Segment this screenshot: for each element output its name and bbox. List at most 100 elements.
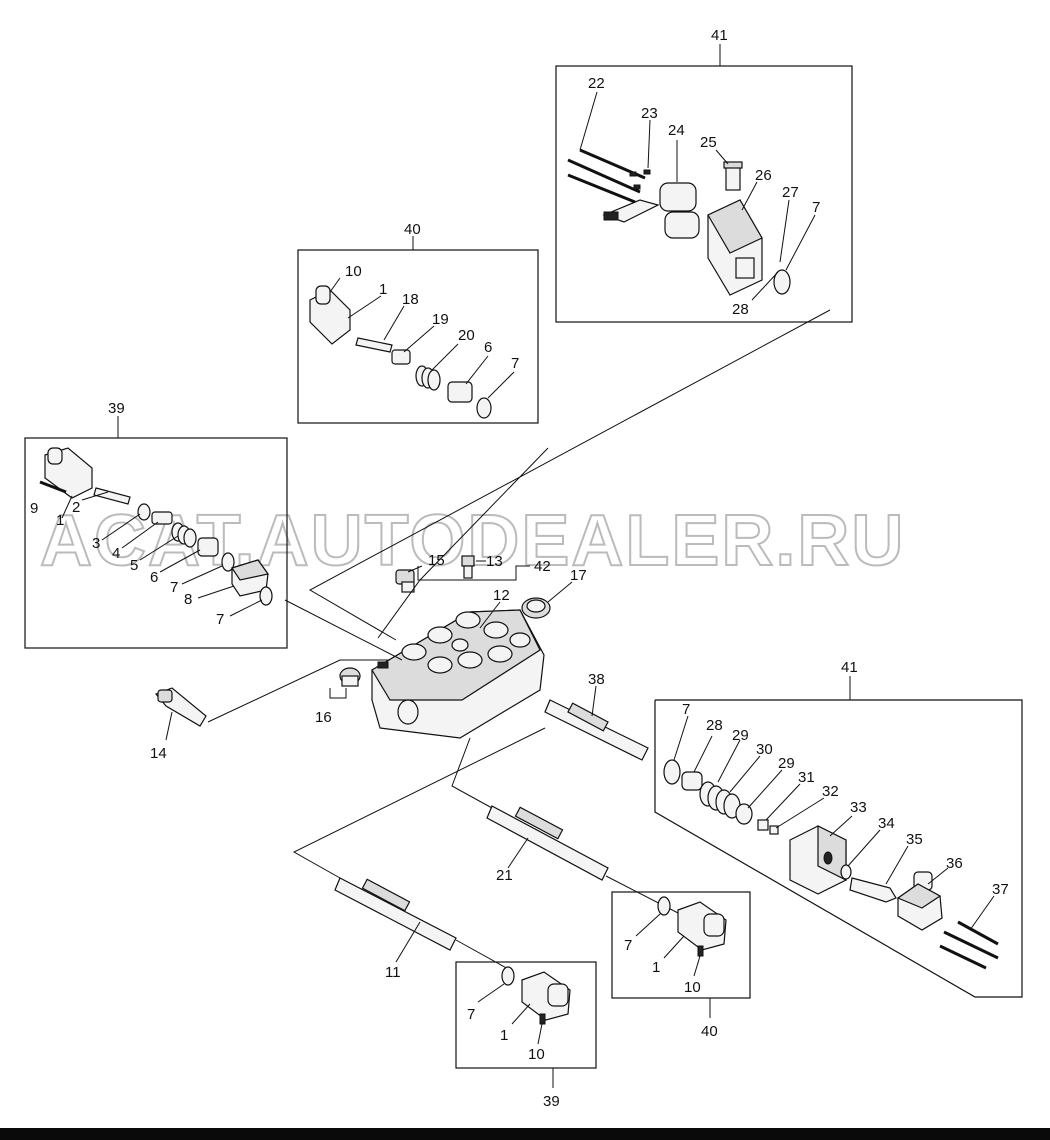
leader-block-to-21 xyxy=(451,737,493,809)
callout-28a: 28 xyxy=(732,301,749,318)
spool-38 xyxy=(544,699,649,761)
leader-block-to-11 xyxy=(292,727,546,879)
spool-11 xyxy=(334,877,457,951)
callout-7f: 7 xyxy=(624,937,632,954)
plug-17 xyxy=(521,597,551,619)
callout-6a: 6 xyxy=(484,339,492,356)
lever-housing-36 xyxy=(896,871,943,931)
o-ring-34 xyxy=(840,864,852,880)
end-cap-1-left xyxy=(44,447,93,499)
fitting-25 xyxy=(723,161,743,191)
group-40-bottom-frame xyxy=(611,891,751,999)
o-ring-7-right xyxy=(663,759,681,785)
group-39-left-frame xyxy=(24,437,288,649)
callout-34: 34 xyxy=(878,815,895,832)
group-40-top: 40 10 1 18 19 20 6 7 xyxy=(297,221,539,424)
callout-7e: 7 xyxy=(682,701,690,718)
sleeve-6-top xyxy=(447,381,473,403)
callout-22: 22 xyxy=(588,75,605,92)
callout-1b: 1 xyxy=(56,512,64,529)
pin-35 xyxy=(849,877,897,903)
group-41-top-label: 41 xyxy=(711,27,728,44)
callout-18: 18 xyxy=(402,291,419,308)
callout-9: 9 xyxy=(30,500,38,517)
group-40-bottom-label: 40 xyxy=(701,1023,718,1040)
callout-17: 17 xyxy=(570,567,587,584)
leader-group39-to-block xyxy=(284,599,403,661)
main-valve-block xyxy=(371,609,545,739)
end-cap-1-b40 xyxy=(677,901,727,951)
group-40-top-frame xyxy=(297,249,539,424)
callout-3: 3 xyxy=(92,535,100,552)
callout-7c: 7 xyxy=(170,579,178,596)
callout-7d: 7 xyxy=(216,611,224,628)
leader-11-to-cap xyxy=(455,939,511,971)
o-ring-7-left-b xyxy=(259,586,273,606)
group-40-bottom: 40 7 1 10 xyxy=(605,875,751,1040)
group-41-right-frame xyxy=(654,699,1023,998)
housing-33 xyxy=(789,825,847,895)
callout-10b: 10 xyxy=(684,979,701,996)
callout-7a: 7 xyxy=(812,199,820,216)
callout-29a: 29 xyxy=(732,727,749,744)
callout-7b: 7 xyxy=(511,355,519,372)
callout-16: 16 xyxy=(315,709,332,726)
screw-13 xyxy=(461,555,475,579)
callout-7g: 7 xyxy=(467,1006,475,1023)
solenoid-24 xyxy=(602,182,700,239)
bolt-9 xyxy=(39,480,67,494)
screw-32 xyxy=(769,825,779,835)
seat-19 xyxy=(391,349,411,365)
leader-sensor-to-block xyxy=(207,659,390,723)
spring-20 xyxy=(415,365,441,391)
callout-25: 25 xyxy=(700,134,717,151)
callout-37: 37 xyxy=(992,881,1009,898)
callout-10c: 10 xyxy=(528,1046,545,1063)
o-ring-7-top xyxy=(773,269,791,295)
valve-body-26 xyxy=(707,199,763,296)
end-cap-1-top xyxy=(309,285,351,345)
group-39-bottom: 39 7 1 10 xyxy=(455,939,597,1110)
callout-38: 38 xyxy=(588,671,605,688)
sleeve-6-left xyxy=(197,537,219,557)
screw-23 xyxy=(629,169,651,190)
end-cap-1-b39 xyxy=(521,971,571,1021)
callout-2: 2 xyxy=(72,499,80,516)
callout-21: 21 xyxy=(496,867,513,884)
group-40-top-label: 40 xyxy=(404,221,421,238)
callout-32: 32 xyxy=(822,783,839,800)
callout-1a: 1 xyxy=(379,281,387,298)
plug-15 xyxy=(395,569,415,593)
callout-10a: 10 xyxy=(345,263,362,280)
seat-3 xyxy=(137,503,151,521)
callout-5: 5 xyxy=(130,557,138,574)
callout-24: 24 xyxy=(668,122,685,139)
callout-8: 8 xyxy=(184,591,192,608)
callout-27: 27 xyxy=(782,184,799,201)
callout-42: 42 xyxy=(534,558,551,575)
group-41-right-label: 41 xyxy=(841,659,858,676)
group-39-left: 39 9 1 2 3 4 5 6 7 xyxy=(24,400,288,649)
group-41-top: 41 22 23 24 25 xyxy=(555,27,853,323)
spool-21 xyxy=(486,805,609,881)
callout-28b: 28 xyxy=(706,717,723,734)
leader-group40-to-block xyxy=(377,447,549,639)
group-39-bottom-label: 39 xyxy=(543,1093,560,1110)
group-39-bottom-frame xyxy=(455,961,597,1069)
callout-11: 11 xyxy=(385,964,401,981)
callout-1d: 1 xyxy=(500,1027,508,1044)
callout-20: 20 xyxy=(458,327,475,344)
rod-18 xyxy=(355,337,393,353)
group-41-right: 41 7 28 29 30 29 31 32 33 xyxy=(654,659,1023,998)
bolts-37 xyxy=(939,920,999,970)
spacer-4 xyxy=(151,511,173,525)
bolt-10-b40 xyxy=(697,945,704,957)
callout-13: 13 xyxy=(486,553,503,570)
spring-5 xyxy=(171,522,197,548)
plug-16 xyxy=(339,667,361,687)
sensor-14 xyxy=(154,687,207,727)
seat-28 xyxy=(681,771,703,791)
rod-2 xyxy=(93,487,131,505)
callout-33: 33 xyxy=(850,799,867,816)
